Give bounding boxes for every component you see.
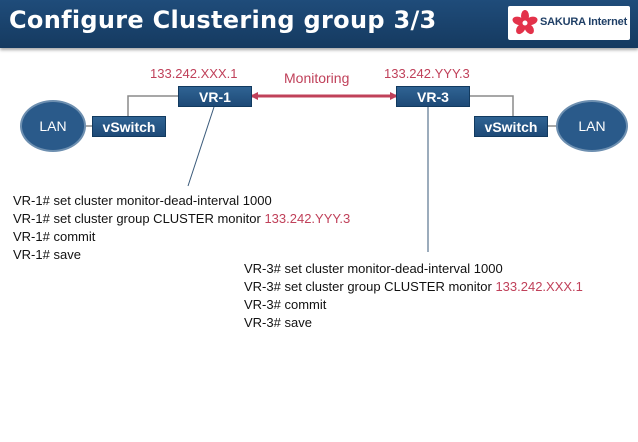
vr1-cmd-line-2: VR-1# set cluster group CLUSTER monitor …: [13, 210, 350, 228]
vr1-cmd-line-2-ip: 133.242.YYY.3: [264, 211, 351, 226]
sakura-logo: SAKURA Internet: [508, 6, 630, 40]
vr1-cmd-line-3: VR-1# commit: [13, 229, 96, 244]
sakura-flower-icon: [512, 10, 538, 35]
vr1-command-block: VR-1# set cluster monitor-dead-interval …: [13, 192, 350, 264]
vr1-cmd-line-1: VR-1# set cluster monitor-dead-interval …: [13, 193, 272, 208]
vr3-cmd-line-4: VR-3# save: [244, 315, 312, 330]
vr1-node: VR-1: [178, 86, 252, 107]
vr1-cmd-line-4: VR-1# save: [13, 247, 81, 262]
vswitch-right-node: vSwitch: [474, 116, 548, 137]
lan-right-node: LAN: [556, 100, 628, 152]
title-bar: Configure Clustering group 3/3 SAKURA In…: [0, 0, 638, 48]
vr3-cmd-line-1: VR-3# set cluster monitor-dead-interval …: [244, 261, 503, 276]
vr3-ip-label: 133.242.YYY.3: [384, 66, 470, 81]
lan-left-node: LAN: [20, 100, 86, 152]
vr3-cmd-line-2: VR-3# set cluster group CLUSTER monitor …: [244, 278, 583, 296]
callout-line-vr1: [187, 106, 215, 187]
vr3-command-block: VR-3# set cluster monitor-dead-interval …: [244, 260, 583, 332]
vr3-cmd-line-3: VR-3# commit: [244, 297, 327, 312]
vr3-cmd-line-2-ip: 133.242.XXX.1: [495, 279, 583, 294]
logo-text: SAKURA Internet: [540, 16, 628, 28]
vr3-cmd-line-2-text: VR-3# set cluster group CLUSTER monitor: [244, 279, 496, 294]
vr3-node: VR-3: [396, 86, 470, 107]
page-title: Configure Clustering group 3/3: [9, 6, 437, 34]
monitoring-label: Monitoring: [284, 70, 350, 86]
vr1-ip-label: 133.242.XXX.1: [150, 66, 238, 81]
vswitch-left-node: vSwitch: [92, 116, 166, 137]
link-vswitch-vr1: [127, 95, 178, 116]
vr1-cmd-line-2-text: VR-1# set cluster group CLUSTER monitor: [13, 211, 265, 226]
